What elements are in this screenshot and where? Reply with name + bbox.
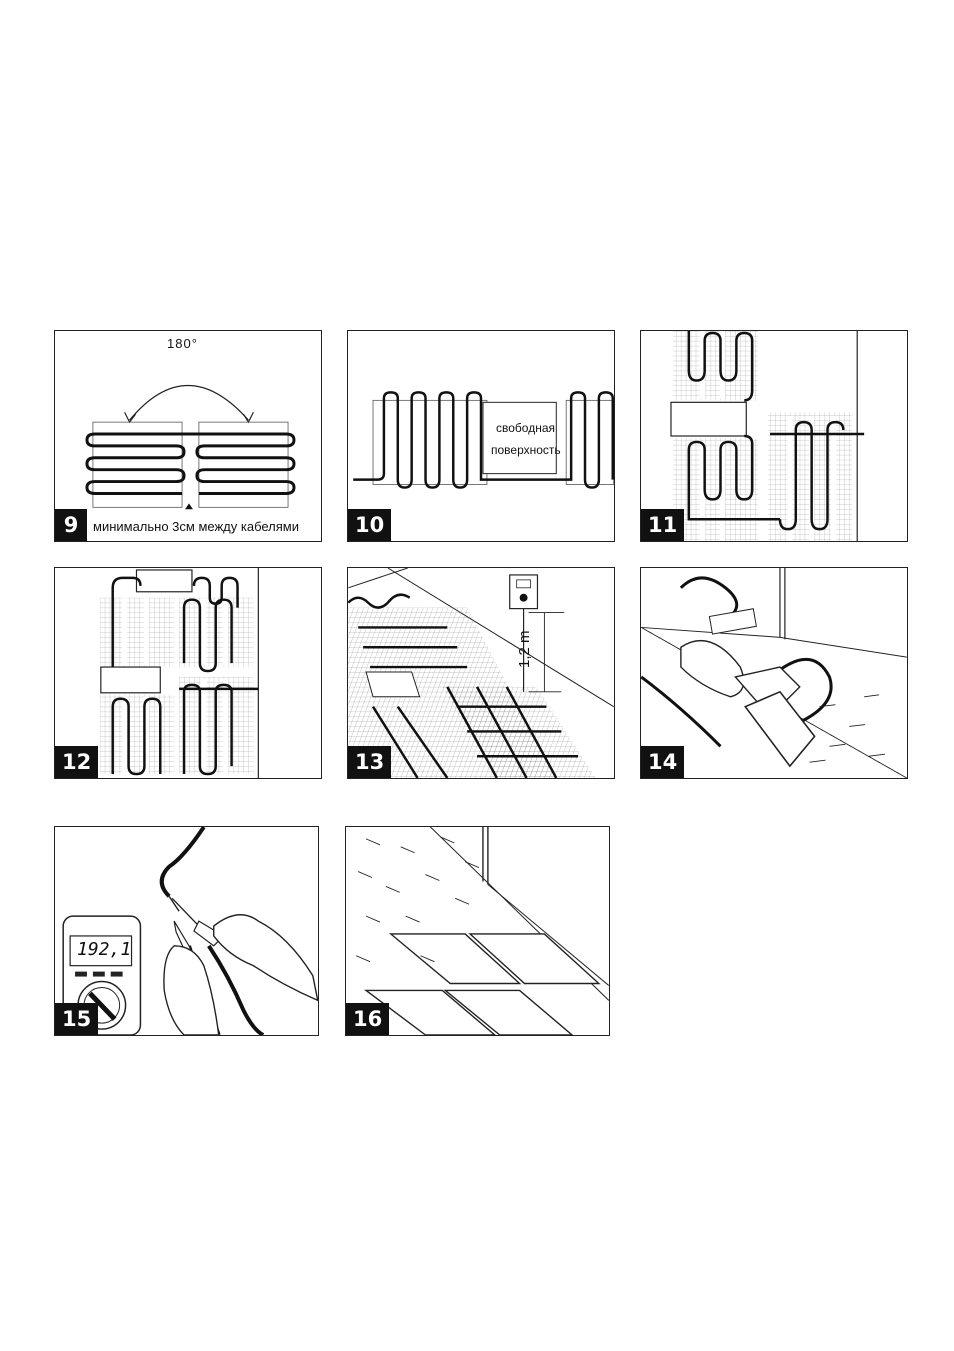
step-13-panel: 1,2 m 13 <box>347 567 615 779</box>
thermostat-height-illustration <box>348 568 614 778</box>
step-9-panel: 180° минимально 3см между кабелями 9 <box>54 330 322 542</box>
step-10-panel: свободная поверхность 10 <box>347 330 615 542</box>
step-16-panel: 16 <box>345 826 610 1036</box>
step-number-13: 13 <box>348 746 392 778</box>
step-number-9: 9 <box>55 509 87 541</box>
step-number-10: 10 <box>348 509 392 541</box>
step-number-11: 11 <box>641 509 685 541</box>
cable-mat-layout-illustration <box>670 331 865 541</box>
adhesive-trowel-illustration <box>641 568 907 778</box>
step-11-panel: 11 <box>640 330 908 542</box>
step-number-12: 12 <box>55 746 99 778</box>
cable-spacing-caption: минимально 3см между кабелями <box>93 519 300 534</box>
cable-mat-obstacle-illustration <box>99 568 259 778</box>
free-surface-label-line1: свободная <box>496 421 555 435</box>
free-surface-label-line2: поверхность <box>491 443 561 457</box>
rotation-angle-label: 180° <box>167 336 198 351</box>
step-14-panel: 14 <box>640 567 908 779</box>
multimeter-reading: 192,1 <box>77 939 132 960</box>
free-surface-illustration <box>353 391 614 489</box>
step-15-panel: 192,1 15 <box>54 826 319 1036</box>
resistance-measurement-illustration <box>62 827 318 1035</box>
step-number-14: 14 <box>641 746 685 778</box>
tile-laying-illustration <box>355 827 609 1035</box>
thermostat-height-label: 1,2 m <box>516 630 533 668</box>
step-number-16: 16 <box>346 1003 390 1035</box>
step-number-15: 15 <box>55 1003 99 1035</box>
cable-mats-rotate-illustration <box>85 385 296 510</box>
step-12-panel: 12 <box>54 567 322 779</box>
